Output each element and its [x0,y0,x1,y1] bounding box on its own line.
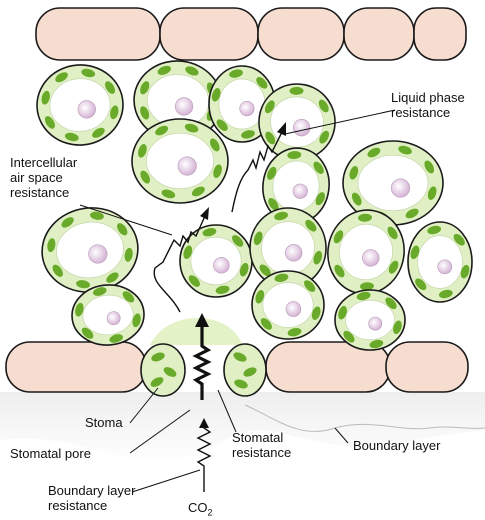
label-boundary-layer-resistance: Boundary layer resistance [48,483,135,513]
substomatal-cavity [150,318,242,345]
label-boundary-layer: Boundary layer [353,438,440,453]
nucleus [178,157,196,175]
nucleus [391,179,409,197]
mesophyll-cell [252,271,324,339]
label-co2: CO2 [188,500,213,518]
mesophyll-cell [335,290,405,350]
mesophyll-cell [132,119,228,203]
arrow-intercellular [200,207,209,220]
nucleus [369,317,382,330]
label-intercellular-air-space-resistance: Intercellular air space resistance [10,155,77,200]
label-liquid-phase-resistance: Liquid phase resistance [391,90,465,120]
nucleus [286,302,301,317]
label-stomatal-pore: Stomatal pore [10,446,91,461]
nucleus [240,101,255,116]
mesophyll-cell [34,62,125,148]
mesophyll-cell [408,222,472,302]
mesophyll-cell [37,202,144,299]
nucleus [438,260,452,274]
co2-subscript: 2 [208,508,213,518]
upper-epidermis [36,8,466,60]
mesophyll-cell [180,225,252,297]
nucleus [213,257,229,273]
label-stomatal-resistance: Stomatal resistance [232,430,291,460]
nucleus [285,244,302,261]
guard-cell-left [141,344,185,396]
co2-text: CO [188,500,208,515]
label-stoma: Stoma [85,415,123,430]
